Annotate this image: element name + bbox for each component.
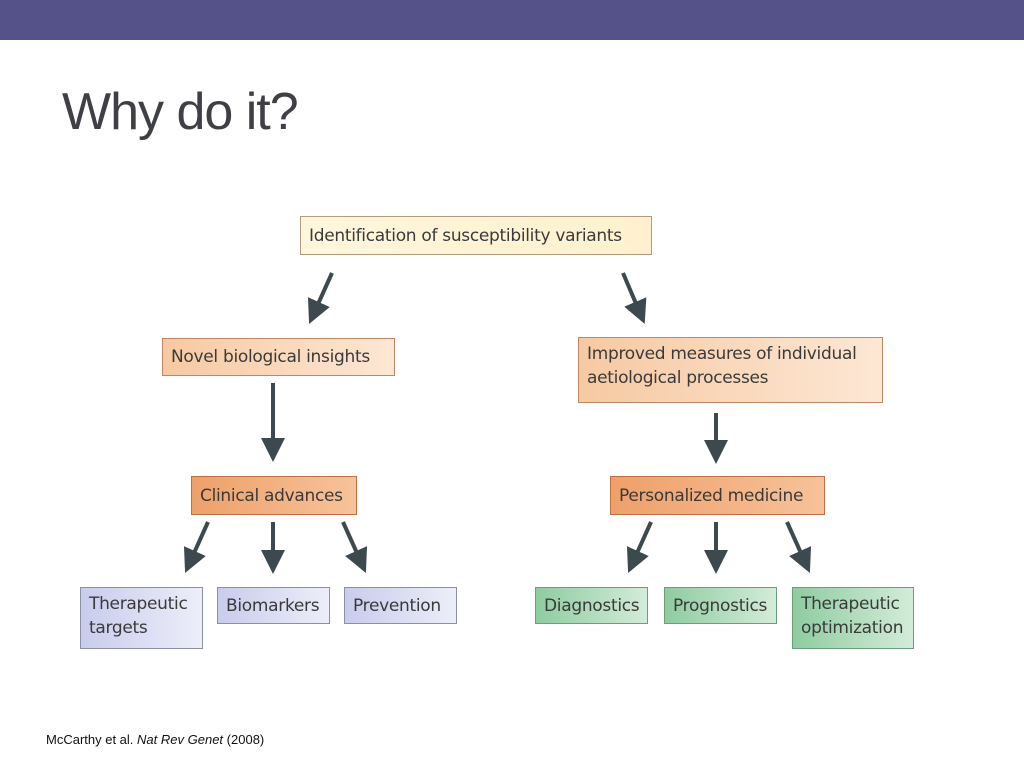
node-clinical-advances: Clinical advances [191,476,357,515]
citation-authors: McCarthy et al. [46,732,134,747]
arrow-personalized-to-diagnostics [626,521,653,573]
node-label-line1: Therapeutic [801,594,900,614]
arrow-clinical-to-prevention [341,521,368,573]
node-biomarkers: Biomarkers [217,587,330,624]
arrow-personalized-to-therapeutic-optimization [785,521,812,573]
node-prevention: Prevention [344,587,457,624]
node-susceptibility-variants: Identification of susceptibility variant… [300,216,652,255]
node-label: Clinical advances [200,485,343,506]
arrow-root-to-left [307,272,334,324]
node-label-line2: optimization [801,618,904,638]
node-label-line2: targets [89,618,148,638]
node-label-line1: Therapeutic [89,594,188,614]
top-banner [0,0,1024,40]
citation-year: (2008) [226,732,265,747]
node-label: Prognostics [673,595,768,616]
arrow-clinical-to-therapeutic [183,521,210,573]
citation-journal: Nat Rev Genet [137,732,224,747]
node-prognostics: Prognostics [664,587,777,624]
node-novel-biological-insights: Novel biological insights [162,338,395,376]
node-improved-measures: Improved measures of individual aetiolog… [578,337,883,403]
citation: McCarthy et al. Nat Rev Genet (2008) [46,732,264,747]
node-label-line1: Improved measures of individual [587,344,857,364]
arrow-root-to-right [621,272,647,325]
node-personalized-medicine: Personalized medicine [610,476,825,515]
node-label-line2: aetiological processes [587,368,769,388]
node-diagnostics: Diagnostics [535,587,648,624]
node-label: Prevention [353,595,441,616]
node-label: Diagnostics [544,595,640,616]
slide-title: Why do it? [62,83,299,141]
node-label: Identification of susceptibility variant… [309,225,622,246]
node-therapeutic-optimization: Therapeutic optimization [792,587,914,649]
node-label: Novel biological insights [171,347,370,367]
node-label: Personalized medicine [619,485,804,506]
node-label: Biomarkers [226,595,320,616]
node-therapeutic-targets: Therapeutic targets [80,587,203,649]
